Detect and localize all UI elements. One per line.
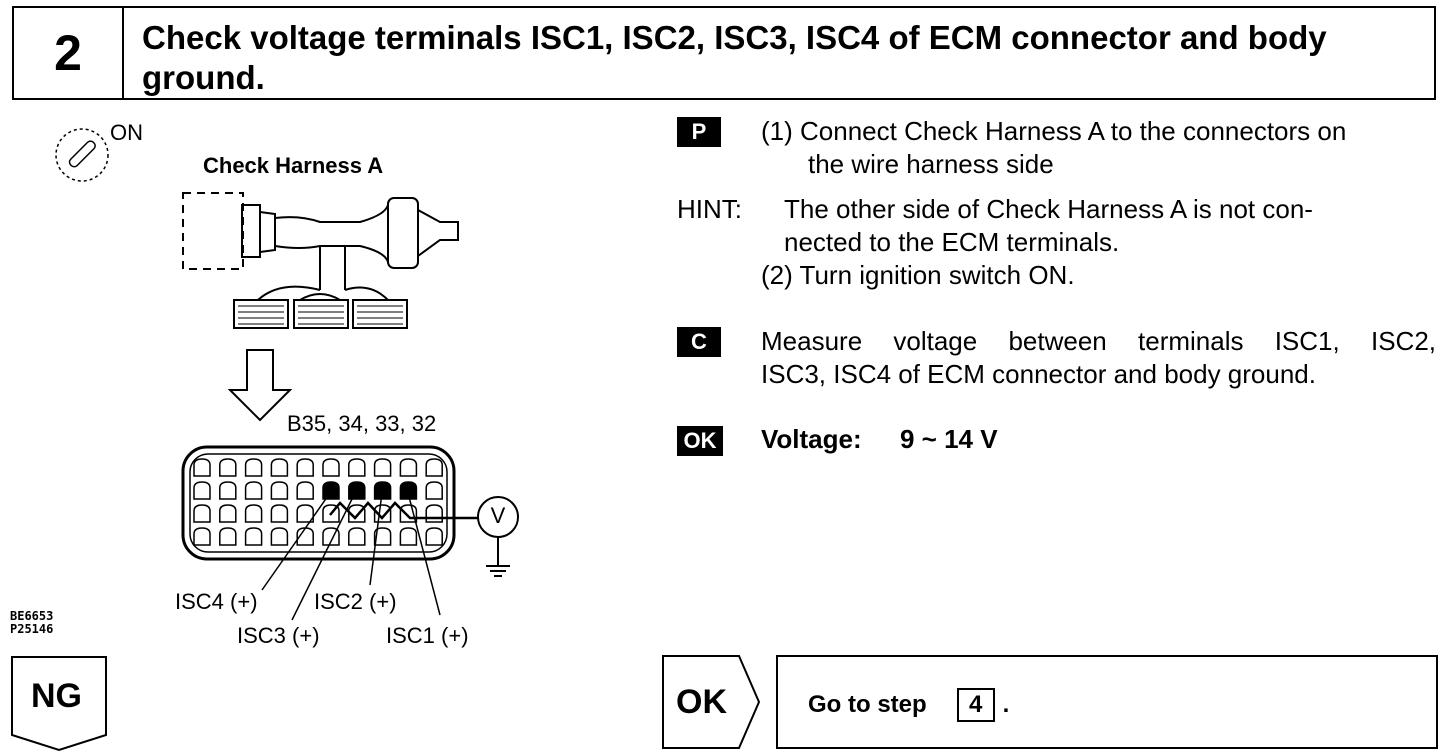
prep-badge: P — [677, 117, 721, 147]
harness-label: Check Harness A — [203, 153, 384, 178]
connector-pin — [373, 527, 392, 546]
hint-label: HINT: — [677, 194, 742, 224]
connector-pin — [219, 504, 237, 523]
check-line1: Measure voltage between terminals ISC1, … — [761, 326, 1436, 356]
connector-pin — [425, 504, 443, 523]
connector-pin — [193, 527, 211, 546]
connector-pin — [219, 458, 237, 477]
connector-pin — [296, 458, 314, 477]
connector-pin — [244, 504, 263, 523]
prep-step1-line1: (1) Connect Check Harness A to the conne… — [761, 116, 1347, 146]
ignition-label: ON — [110, 120, 143, 145]
ground-icon — [486, 537, 510, 577]
goto-label: Go to step — [808, 691, 927, 718]
check-harness-icon — [182, 192, 459, 329]
connector-pin — [193, 481, 211, 500]
connector-pin — [244, 458, 263, 477]
connector-pin — [399, 481, 418, 500]
connector-pin — [322, 527, 340, 546]
down-arrow-icon — [227, 349, 293, 422]
goto-suffix: . — [1002, 691, 1010, 718]
figure-code-2: P25146 — [10, 622, 54, 636]
connector-pin — [348, 504, 366, 523]
ok-badge: OK — [677, 426, 723, 456]
prep-step2: (2) Turn ignition switch ON. — [761, 260, 1075, 290]
figure-code-1: BE6653 — [10, 609, 54, 623]
harness-diagram — [11, 128, 519, 752]
connector-pin — [425, 481, 443, 500]
connector-pin — [193, 458, 211, 477]
connector-pin — [322, 481, 340, 500]
ecm-connector-icon — [181, 445, 456, 561]
connector-pin — [296, 481, 314, 500]
connector-pin — [373, 481, 392, 500]
check-badge: C — [677, 327, 721, 357]
step-title: Check voltage terminals ISC1, ISC2, ISC3… — [142, 19, 1327, 96]
goto-step-number[interactable]: 4 — [956, 688, 995, 722]
step-header: 2 Check voltage terminals ISC1, ISC2, IS… — [12, 6, 1436, 100]
pin-label-isc3: ISC3 (+) — [237, 623, 320, 648]
pin-label-isc1: ISC1 (+) — [386, 623, 469, 648]
check-line2: ISC3, ISC4 of ECM connector and body gro… — [761, 359, 1316, 389]
ok-result-label: OK — [676, 683, 727, 721]
connector-pin — [270, 481, 289, 500]
voltmeter-symbol: V — [490, 503, 506, 528]
pin-label-isc2: ISC2 (+) — [314, 589, 397, 614]
connector-pin — [244, 527, 263, 546]
connector-pin — [193, 504, 211, 523]
connector-pin — [399, 527, 418, 546]
goto-step-box[interactable]: Go to step 4 . — [776, 655, 1438, 749]
ok-voltage-label: Voltage: — [761, 424, 862, 454]
ok-result-box — [662, 655, 761, 749]
connector-pin — [322, 458, 340, 477]
pin-label-isc4: ISC4 (+) — [175, 589, 258, 614]
connector-label: B35, 34, 33, 32 — [287, 411, 437, 436]
connector-pin — [244, 481, 263, 500]
hint-line2: nected to the ECM terminals. — [784, 227, 1120, 257]
connector-pin — [219, 527, 237, 546]
connector-pin — [425, 527, 443, 546]
goto-step-text: Go to step 4 . — [808, 688, 1009, 722]
ng-result-box — [11, 656, 107, 752]
step-number: 2 — [14, 8, 124, 98]
ng-label: NG — [31, 677, 82, 715]
connector-pin — [296, 504, 314, 523]
connector-pin — [348, 481, 366, 500]
hint-line1: The other side of Check Harness A is not… — [784, 194, 1313, 224]
connector-pin — [219, 481, 237, 500]
prep-step1-line2: the wire harness side — [808, 149, 1054, 179]
ok-voltage-value: 9 ~ 14 V — [900, 424, 998, 454]
connector-pin — [399, 458, 418, 477]
ignition-switch-icon — [55, 128, 109, 182]
connector-pin — [322, 504, 340, 523]
connector-pin — [348, 458, 366, 477]
connector-pin — [270, 504, 289, 523]
connector-pin — [425, 458, 443, 477]
connector-pin — [270, 527, 289, 546]
connector-pin — [270, 458, 289, 477]
connector-pin — [373, 458, 392, 477]
connector-pin — [348, 527, 366, 546]
